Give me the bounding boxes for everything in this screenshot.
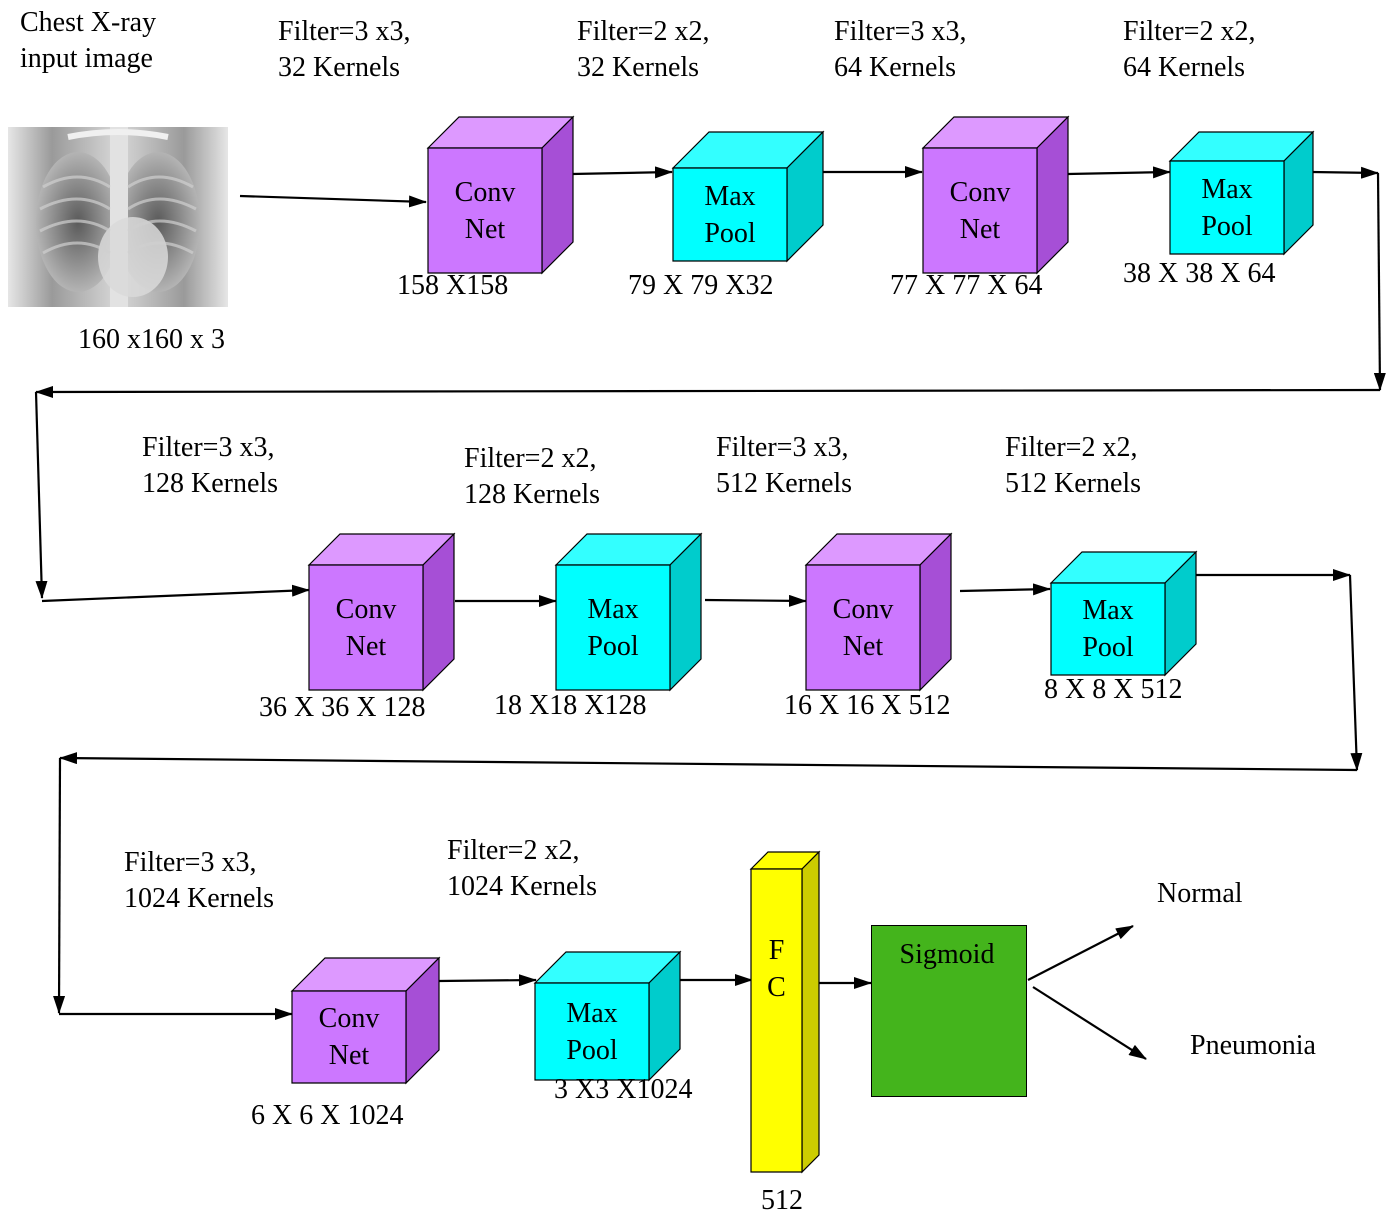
arrow-conv2-to-pool2 xyxy=(1067,166,1171,179)
cube-front-face xyxy=(922,147,1038,274)
row2-filter-3: Filter=3 x3,512 Kernels xyxy=(716,432,853,499)
cube-side-face xyxy=(801,850,820,1174)
row1-filter-3: Filter=3 x3,64 Kernels xyxy=(834,16,967,83)
output-normal: Normal xyxy=(1157,878,1243,909)
row1-filter-4: Filter=2 x2,64 Kernels xyxy=(1123,16,1256,83)
cube-front-face xyxy=(672,167,788,262)
row3-dims-2: 3 X3 X1024 xyxy=(554,1074,693,1105)
arrow-conv5-to-pool5 xyxy=(438,974,537,987)
arrow-sigmoid-to-pneumonia xyxy=(1032,986,1147,1060)
row2-dims-3: 16 X 16 X 512 xyxy=(784,690,951,721)
arrow-conv1-to-pool1 xyxy=(571,166,673,179)
row1-dims-4: 38 X 38 X 64 xyxy=(1123,258,1276,289)
row2-dims-2: 18 X18 X128 xyxy=(494,690,647,721)
row1-filter-2: Filter=2 x2,32 Kernels xyxy=(577,16,710,83)
cube-front-face xyxy=(1169,160,1285,255)
fc-size: 512 xyxy=(761,1185,803,1216)
row3-filter-2: Filter=2 x2,1024 Kernels xyxy=(447,835,598,902)
input-size: 160 x160 x 3 xyxy=(78,324,225,355)
row1-filter-1: Filter=3 x3,32 Kernels xyxy=(278,16,411,83)
arrow-sigmoid-to-normal xyxy=(1027,925,1134,981)
row2-filter-4: Filter=2 x2,512 Kernels xyxy=(1005,432,1142,499)
sigmoid-block: Sigmoid xyxy=(871,925,1027,1097)
row1-dims-3: 77 X 77 X 64 xyxy=(890,270,1043,301)
arrow-down-right-2 xyxy=(1348,574,1363,771)
row3-dims-1: 6 X 6 X 1024 xyxy=(251,1100,404,1131)
cube-front-face xyxy=(555,564,671,691)
arrow-return-left-1 xyxy=(35,385,1381,398)
row3-filter-1: Filter=3 x3,1024 Kernels xyxy=(124,847,275,914)
arrow-down-left-1 xyxy=(34,391,48,599)
row2-dims-4: 8 X 8 X 512 xyxy=(1044,674,1183,705)
row1-dims-1: 158 X158 xyxy=(397,270,509,301)
arrow-pool3-to-conv4 xyxy=(704,594,807,607)
chest-xray-image xyxy=(8,127,228,307)
arrow-input-to-conv1 xyxy=(239,194,427,208)
input-caption: Chest X-ray input image xyxy=(20,7,157,74)
cube-front-face xyxy=(1050,582,1166,676)
row1-dims-2: 79 X 79 X32 xyxy=(628,270,774,301)
arrow-conv4-to-pool4 xyxy=(959,583,1051,596)
cube-front-face xyxy=(308,564,424,691)
row2-dims-1: 36 X 36 X 128 xyxy=(259,692,426,723)
cube-front-face xyxy=(291,990,407,1084)
row2-filter-2: Filter=2 x2,128 Kernels xyxy=(464,443,601,510)
cube-front-face xyxy=(427,147,543,274)
cube-front-face xyxy=(534,982,650,1081)
cube-front-face xyxy=(805,564,921,691)
arrow-down-left-2 xyxy=(53,757,66,1014)
arrow-pool2-right xyxy=(1311,166,1379,179)
arrow-return-left-2 xyxy=(59,752,1358,772)
row2-filter-1: Filter=3 x3,128 Kernels xyxy=(142,432,279,499)
output-pneumonia: Pneumonia xyxy=(1190,1030,1316,1061)
arrow-to-conv3 xyxy=(41,584,310,603)
arrow-down-right-1 xyxy=(1373,172,1386,391)
cube-front-face xyxy=(750,868,803,1173)
